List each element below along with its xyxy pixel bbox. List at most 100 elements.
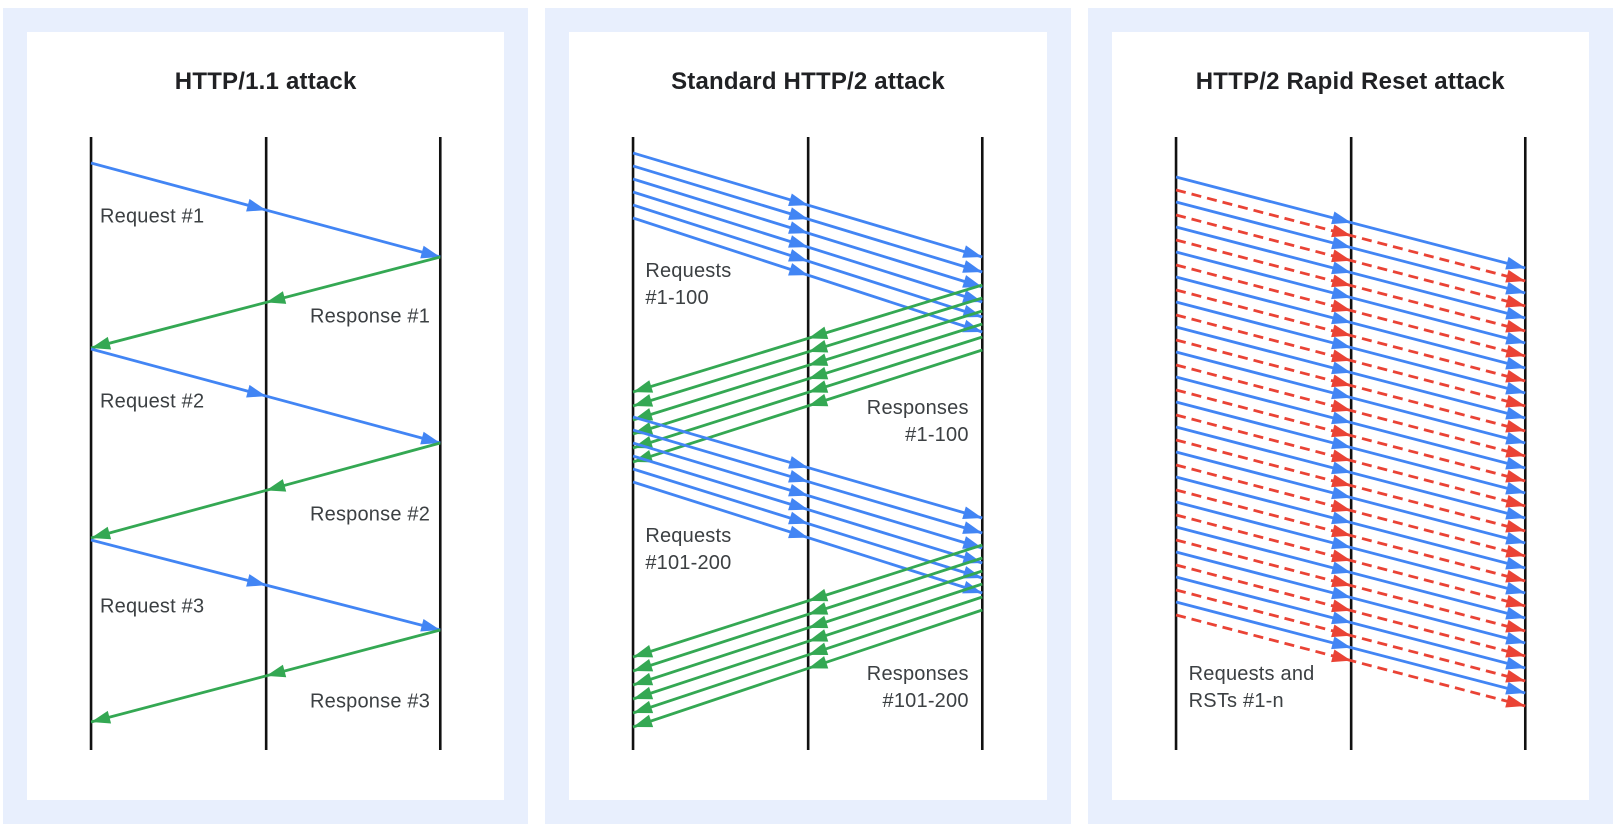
rst-arrowhead [1330,224,1351,238]
request-arrowhead [1330,236,1351,250]
rst-arrowhead [1504,619,1525,633]
rst-arrowhead [1504,519,1525,533]
request-arrowhead [788,249,809,262]
sequence-diagram-standard-http2 [632,137,984,750]
rst-arrowhead [1504,419,1525,433]
rst-arrowhead [1330,574,1351,588]
response-arrow-line [90,255,441,350]
response-arrowhead [633,672,654,686]
request-arrowhead [1330,436,1351,450]
request-arrowhead [1504,556,1525,570]
rst-arrowhead [1330,599,1351,613]
response-arrowhead [808,588,829,602]
rst-arrowhead [1330,374,1351,388]
response-arrowhead [808,602,829,615]
response-arrowhead [266,479,287,492]
responses-101-200-arrow-group [632,543,984,729]
response-arrow-line [632,322,984,436]
rst-arrowhead [1504,444,1525,458]
response-arrowhead [633,714,654,728]
rst-arrowhead [1504,294,1525,308]
request-arrowhead [246,198,267,212]
request-1-arrow-group [90,161,441,259]
request-arrowhead [1330,286,1351,300]
response-arrowhead [633,658,654,672]
response-arrowhead [808,326,829,339]
request-2-arrow-group [90,347,441,445]
request-arrowhead [1504,681,1525,695]
response-arrowhead [91,526,112,540]
request-arrowhead [1330,386,1351,400]
rst-arrowhead [1504,269,1525,283]
response-arrowhead [808,629,829,642]
request-arrowhead [1504,656,1525,670]
panel-title-standard-http2: Standard HTTP/2 attack [671,68,945,95]
request-arrowhead [788,511,809,525]
request-arrowhead [1504,606,1525,620]
response-arrowhead [633,700,654,714]
response-arrowhead [808,642,829,656]
request-arrowhead [788,263,809,276]
request-arrowhead [1504,381,1525,395]
request-arrowhead [788,470,809,483]
request-arrowhead [1330,586,1351,600]
requests-1-n-arrow-group [1175,175,1526,695]
response-arrowhead [266,291,287,304]
rst-arrowhead [1504,319,1525,333]
rst-arrowhead [1504,344,1525,358]
request-arrowhead [1330,611,1351,625]
rst-arrowhead [1330,249,1351,263]
request-arrowhead [962,275,983,288]
rst-arrowhead [1504,544,1525,558]
response-2-arrow-group [90,441,441,540]
rst-arrowhead [1330,549,1351,563]
response-arrowhead [808,393,829,407]
request-arrowhead [1330,536,1351,550]
request-arrowhead [788,456,809,469]
rst-arrowhead [1504,469,1525,483]
rst-arrowhead [1504,569,1525,583]
response-arrowhead [808,380,829,393]
rst-arrowhead [1330,324,1351,338]
rst-arrowhead [1504,594,1525,608]
request-arrowhead [1504,306,1525,320]
request-arrowhead [788,207,809,220]
rst-arrowhead [1330,274,1351,288]
request-arrowhead [1504,281,1525,295]
request-arrowhead [420,618,441,632]
response-arrowhead [633,394,654,407]
response-arrow-line [632,582,984,701]
rst-arrowhead [1330,399,1351,413]
rst-arrowhead [1504,394,1525,408]
request-arrowhead [246,574,267,587]
rst-arrowhead [1504,694,1525,708]
rst-arrowhead [1330,499,1351,513]
request-arrowhead [1330,361,1351,375]
request-arrowhead [1504,356,1525,370]
response-arrow-line [632,569,984,687]
request-arrowhead [1504,331,1525,345]
request-arrowhead [1504,456,1525,470]
response-arrowhead [808,366,829,380]
panel-http2-rapid-reset-attack: HTTP/2 Rapid Reset attack Requests and R… [1111,32,1589,800]
response-arrow-line [632,543,984,659]
request-arrowhead [1504,531,1525,545]
response-arrowhead [633,645,654,658]
request-arrowhead [1330,411,1351,425]
response-arrow-line [632,608,984,729]
response-arrow-line [632,283,984,394]
response-arrow-line [632,296,984,408]
requests-1-100-arrow-group [632,151,984,334]
request-arrowhead [420,431,441,445]
response-3-arrow-group [90,628,441,724]
request-arrowhead [1330,486,1351,500]
request-arrowhead [1504,406,1525,420]
request-arrowhead [246,384,267,398]
card-http2-rapid-reset-attack: HTTP/2 Rapid Reset attack Requests and R… [1087,8,1613,824]
rst-arrowhead [1330,649,1351,663]
response-arrow-line [90,628,441,724]
request-arrowhead [962,245,983,258]
